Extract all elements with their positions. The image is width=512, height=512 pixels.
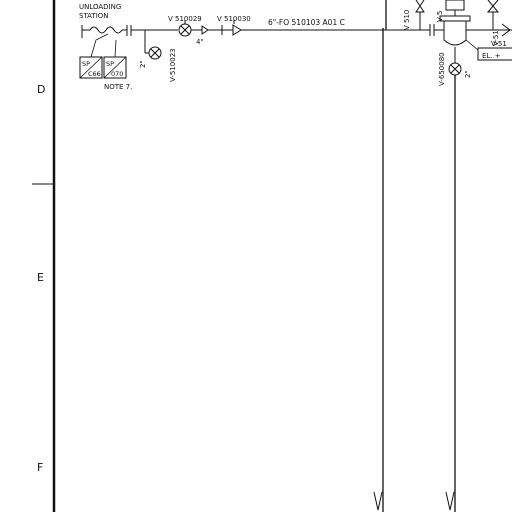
valve-c-symbol	[221, 24, 242, 36]
valve-f-tag-label: V-650080	[438, 52, 446, 86]
valve-c-tag-label: V 510030	[217, 15, 251, 23]
arrow-right-bottom	[445, 491, 455, 511]
sp-box-left-diag	[79, 56, 103, 79]
valve-d-symbol	[415, 0, 425, 13]
valve-g-tag-label-2: V-51	[491, 40, 507, 48]
reducer-symbol	[201, 25, 209, 35]
strainer-body	[443, 21, 467, 46]
valve-e-tag-label: V-5	[436, 11, 444, 22]
sp-box-right-bottom: 070	[111, 70, 123, 78]
sp-box-left-bottom: C66	[88, 70, 101, 78]
valve-b-cross	[180, 25, 190, 35]
sp-leader-left	[90, 33, 109, 58]
valve-a-tag-label: V-510023	[169, 48, 177, 82]
valve-g-tag-label: V-51	[492, 30, 500, 46]
station-label-line2: STATION	[79, 12, 109, 20]
valve-b-tag-label: V 510029	[168, 15, 202, 23]
valve-h-symbol	[501, 23, 511, 37]
strainer-top-box	[445, 0, 465, 11]
valve-f-cross	[450, 64, 460, 74]
unloading-hose	[81, 25, 123, 38]
valve-g-symbol	[486, 0, 500, 13]
elev-box	[477, 47, 512, 61]
line-tag-label: 6"-FO 510103 A01 C	[268, 18, 345, 27]
row-letter-d: D	[37, 83, 45, 96]
reducer-size-label: 4"	[196, 38, 204, 46]
valve-f-size-label: 2"	[464, 70, 472, 78]
valve-a-size-label: 2"	[139, 60, 147, 68]
note-label: NOTE 7.	[104, 83, 132, 91]
elev-leader	[465, 39, 479, 51]
strainer-flange	[439, 15, 471, 22]
valve-d-tag-label: V 510	[403, 10, 411, 30]
station-label-line1: UNLOADING	[79, 3, 121, 11]
valve-a-cross	[150, 48, 160, 58]
sp-box-right-top: SP	[106, 60, 114, 68]
row-letter-f: F	[37, 461, 43, 474]
row-letter-e: E	[37, 271, 44, 284]
sp-box-left-top: SP	[82, 60, 90, 68]
sp-box-right-diag	[103, 56, 127, 79]
sp-leader-right	[114, 39, 117, 58]
elev-label: EL. +	[482, 52, 501, 60]
arrow-left-bottom	[373, 491, 383, 511]
valve-a-symbol	[148, 46, 162, 60]
